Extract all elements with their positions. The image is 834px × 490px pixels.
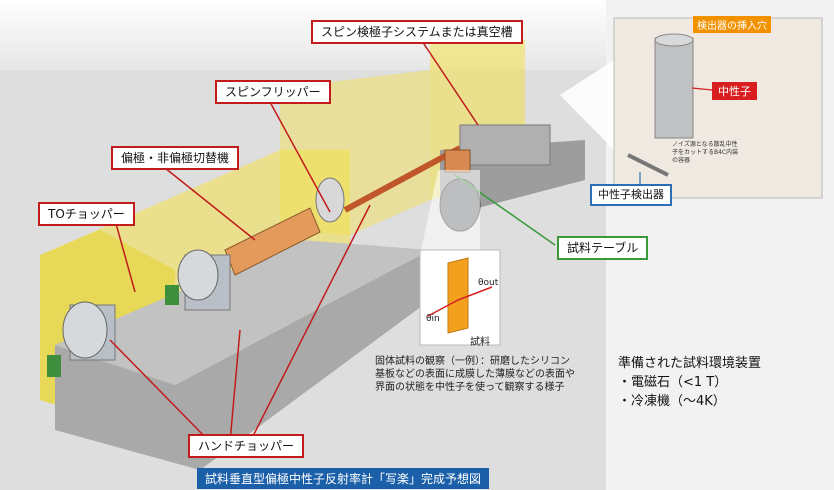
sample-plate	[447, 257, 469, 334]
green-window-2	[165, 285, 179, 305]
reflected-beam	[457, 286, 493, 301]
base-top	[55, 240, 430, 385]
analyzer-block	[459, 124, 551, 166]
chopper-disc-2	[177, 249, 219, 301]
environment-item-magnet: ・電磁石（<1 T）	[618, 375, 728, 390]
flipper-disc	[315, 177, 345, 223]
observation-text: 固体試料の観察（一例）：研磨したシリコン基板などの表面に成膜した薄膜などの表面や…	[375, 356, 575, 393]
detector-cylinder	[654, 37, 694, 139]
environment-item-refrigerator: ・冷凍機（～4K）	[618, 394, 726, 409]
leader-spin-flipper	[269, 101, 331, 213]
leader-hand-chopper-1	[109, 339, 211, 443]
environment-title: 準備された試料環境装置	[618, 356, 762, 371]
figure-caption: 試料垂直型偏極中性子反射率計「写楽」完成予想図	[197, 468, 490, 489]
leader-to-chopper	[114, 219, 136, 293]
tag-neutron: 中性子	[712, 82, 757, 100]
leader-hand-chopper-3	[249, 204, 371, 443]
label-to-chopper: TOチョッパー	[38, 202, 135, 226]
tag-detector-insert: 検出器の挿入穴	[693, 16, 771, 33]
inset-theta-in: θin	[426, 314, 440, 324]
detector-tube	[627, 153, 669, 177]
incident-beam	[427, 299, 459, 317]
label-neutron-detector: 中性子検出器	[590, 184, 672, 206]
label-spin-analyzer: スピン検極子システムまたは真空槽	[311, 20, 523, 44]
label-spin-flipper: スピンフリッパー	[215, 80, 331, 104]
inset-projection	[420, 170, 480, 255]
inset-theta-out: θout	[478, 278, 499, 288]
label-polarizer-switch: 偏極・非偏極切替機	[111, 146, 240, 170]
leader-spin-analyzer	[419, 37, 479, 126]
callout-leaders	[109, 37, 479, 443]
sample-stage	[444, 149, 471, 173]
detector-top	[654, 33, 694, 47]
beam-guide	[343, 145, 462, 213]
label-sample-table: 試料テーブル	[557, 236, 649, 260]
leader-hand-chopper-2	[229, 329, 241, 443]
inset-sample-label: 試料	[470, 337, 490, 348]
environment-panel: 準備された試料環境装置 ・電磁石（<1 T） ・冷凍機（～4K）	[618, 354, 761, 411]
detector-photo-frame	[613, 17, 823, 199]
label-hand-chopper: ハンドチョッパー	[188, 434, 305, 458]
green-window-1	[47, 355, 61, 377]
photo-note: ノイズ源となる散乱中性子をカットするB4C内装の容器	[672, 141, 739, 164]
chopper-disc-1	[62, 301, 108, 359]
base-front	[55, 250, 430, 470]
leader-polarizer-switch	[164, 167, 256, 241]
neutron-pointer	[691, 87, 713, 91]
flight-tube	[224, 207, 321, 276]
photo-callout-pointer	[560, 60, 614, 150]
